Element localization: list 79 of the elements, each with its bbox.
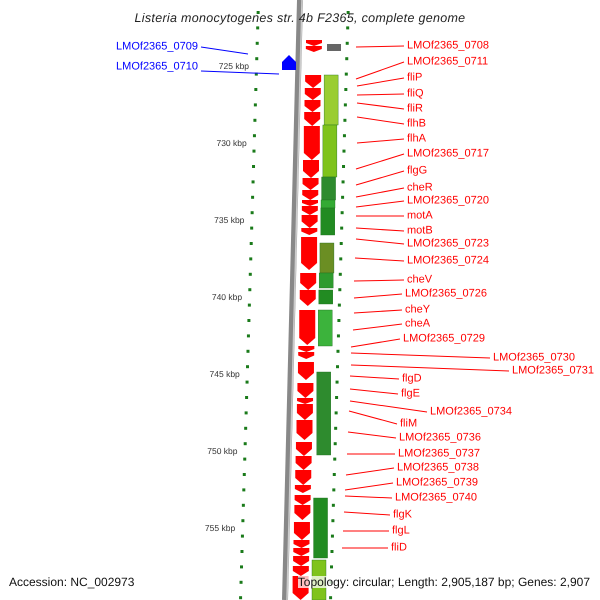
leader-line [342,530,390,532]
position-label: 725 kbp [218,62,250,70]
gene-label: LMOf2365_0710 [116,62,198,72]
leader-line [350,376,400,380]
gene-label: LMOf2365_0734 [430,406,512,418]
leader-line [348,432,396,438]
gene-label: cheA [405,318,430,330]
gene-label: fliQ [407,88,424,100]
gene-label: LMOf2365_0740 [395,492,477,504]
position-label: 755 kbp [204,524,236,532]
gene-label: LMOf2365_0724 [407,256,489,266]
gene-label: LMOf2365_0723 [407,238,489,250]
gene-label: fliM [400,418,418,430]
gene-label: LMOf2365_0730 [493,352,575,364]
leader-line [356,138,404,144]
gene-label: LMOf2365_0720 [407,196,489,206]
position-label: 735 kbp [214,216,244,224]
gene-label: flgK [393,510,412,520]
leader-line [354,258,404,262]
position-label: 730 kbp [216,138,247,148]
position-label: 745 kbp [210,370,240,378]
accession-label: Accession: NC_002973 [9,576,134,588]
gene-label: flgD [402,374,422,384]
leader-line [356,116,404,124]
leader-line [356,62,404,80]
position-label: 740 kbp [212,292,242,302]
leader-line [356,238,404,244]
leader-line [356,78,404,86]
gene-label: LMOf2365_0726 [405,288,487,300]
gene-label: fliD [391,542,407,554]
gene-label: LMOf2365_0737 [398,448,480,460]
leader-line [200,46,248,54]
leader-line [352,324,402,330]
leader-line [356,154,404,170]
leader-line [356,102,404,110]
leader-line [344,512,390,516]
gene-label: motA [407,210,433,222]
leader-line [356,94,404,96]
gene-label: flgG [407,166,428,176]
leader-line [350,364,510,372]
gene-label: cheV [407,274,432,286]
gene-label: LMOf2365_0709 [116,42,198,52]
chart-title: Listeria monocytogenes str. 4b F2365, complete genome [134,12,466,24]
genome-info-label: Topology: circular; Length: 2,905,187 bp; Genes: 2,907 [298,576,590,588]
position-label: 750 kbp [207,446,238,456]
leader-line [350,352,490,358]
gene-label: flhB [407,118,426,130]
gene-label: LMOf2365_0708 [407,40,489,52]
leader-line [354,280,404,282]
leader-line [350,388,398,394]
leader-line [350,400,428,412]
gene-label: LMOf2365_0736 [399,432,481,444]
gene-label: flgL [392,526,410,536]
gene-label: fliR [407,104,423,114]
leader-line [200,70,280,74]
gene-label: fliP [407,72,422,84]
leader-line [350,338,400,348]
gene-label: LMOf2365_0729 [403,334,485,344]
leader-line [356,188,404,198]
gene-label: LMOf2365_0717 [407,148,489,160]
leader-line [354,310,402,314]
leader-line [348,410,398,424]
gene-label: flhA [407,134,426,144]
leader-line [346,468,394,476]
leader-line [356,200,404,208]
gene-label: LMOf2365_0739 [396,478,478,488]
gene-label: flgE [401,388,420,400]
gene-label: LMOf2365_0738 [397,462,479,474]
gene-label: LMOf2365_0731 [512,366,594,376]
leader-line [356,46,404,48]
leader-line [356,228,404,232]
gene-label: motB [407,226,433,236]
leader-line [354,294,402,298]
gene-label: cheR [407,182,433,194]
leader-line [344,482,394,490]
leader-line [344,496,392,498]
gene-label: LMOf2365_0711 [407,56,488,68]
leader-line [356,170,404,186]
gene-label: cheY [405,304,430,316]
